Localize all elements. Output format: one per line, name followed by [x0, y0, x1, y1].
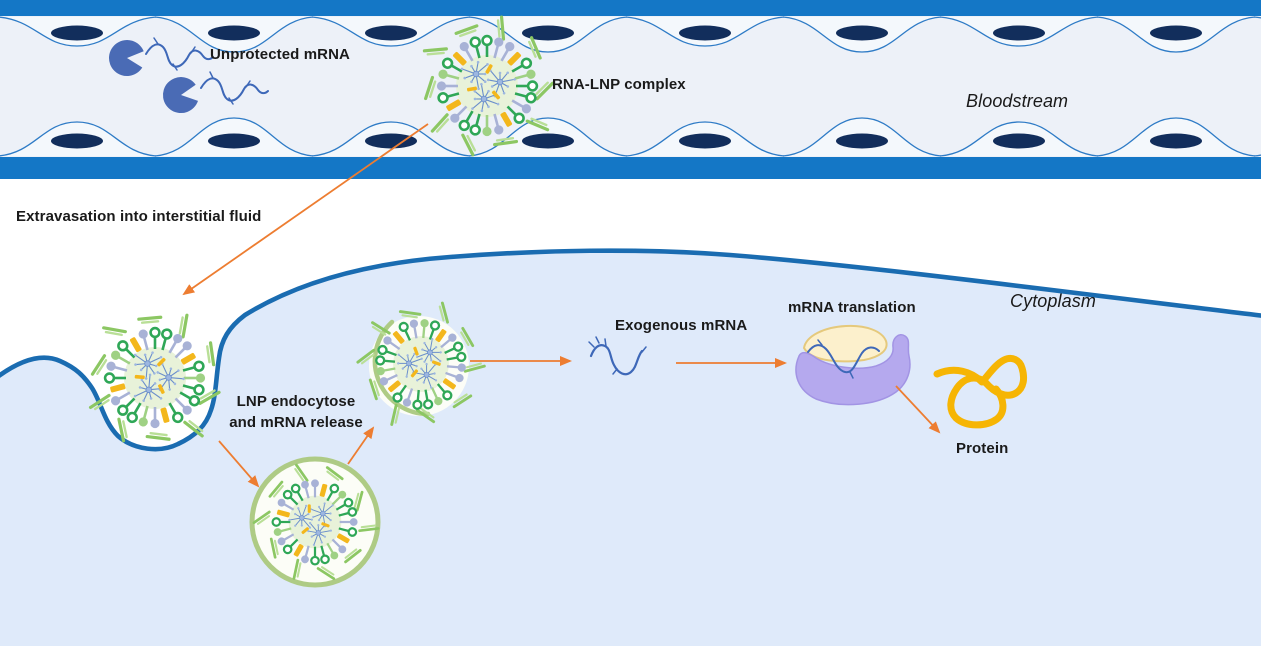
arrow-extravasation [182, 123, 429, 296]
vessel-wall-top [0, 0, 1261, 16]
label-lnp-endocytose: LNP endocytose and mRNA release [229, 391, 363, 433]
mrna-in-ribosome [807, 344, 880, 374]
label-protein: Protein [956, 440, 1009, 457]
label-lnp-endocytose-line1: LNP endocytose [236, 393, 356, 410]
label-lnp-endocytose-line2: and mRNA release [229, 414, 363, 431]
rnase-enzymes [109, 40, 198, 114]
unprotected-mrna-strands [145, 37, 269, 105]
label-extravasation: Extravasation into interstitial fluid [16, 208, 262, 225]
label-bloodstream: Bloodstream [966, 91, 1069, 111]
endosome-remnant-arc [372, 319, 431, 417]
arrow-endosome-escape [347, 426, 375, 465]
flow-arrows [182, 123, 941, 488]
arrow-to-protein [895, 385, 941, 434]
cell-membrane [0, 248, 1261, 452]
label-cytoplasm: Cytoplasm [1010, 291, 1096, 311]
label-rna-lnp-complex: RNA-LNP complex [552, 76, 686, 93]
label-unprotected-mrna: Unprotected mRNA [210, 46, 350, 63]
label-exogenous-mrna: Exogenous mRNA [615, 317, 748, 334]
arrow-endocytosis [218, 440, 260, 488]
ribosome-small-subunit [802, 324, 888, 363]
ribosome [795, 324, 911, 406]
label-mrna-translation: mRNA translation [788, 299, 916, 316]
rnase-icon [162, 77, 198, 114]
endothelium-bottom [0, 117, 1261, 157]
exogenous-mrna-strand [588, 336, 647, 376]
protein-molecule [933, 354, 1028, 429]
vessel-wall-bottom [0, 157, 1261, 179]
blood-vessel [0, 0, 1261, 179]
rnase-icon [109, 40, 144, 77]
endothelium-top [0, 16, 1261, 53]
